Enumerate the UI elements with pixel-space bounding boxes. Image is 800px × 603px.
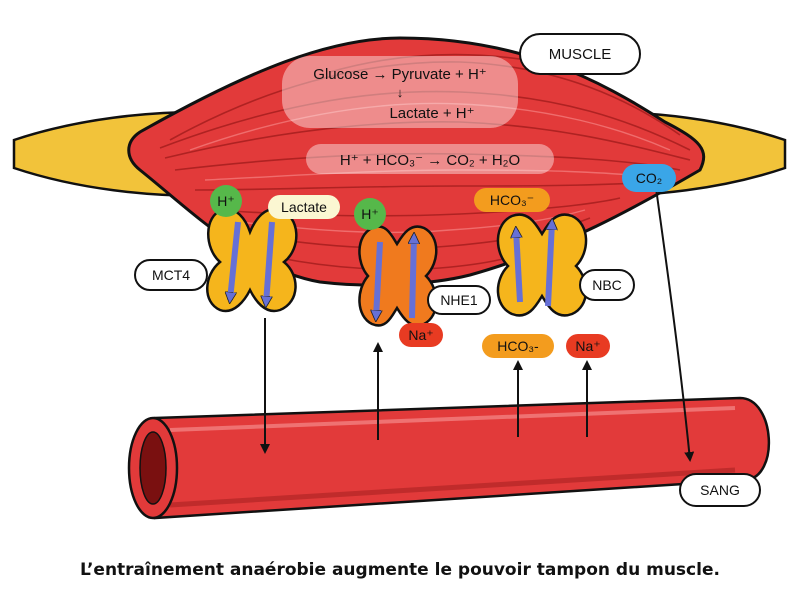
svg-text:HCO₃⁻: HCO₃⁻	[490, 192, 534, 208]
lactate-label: Lactate	[268, 195, 340, 219]
hco3-ion-nbc-inside: HCO₃⁻	[474, 188, 550, 212]
h-ion-mct4: H⁺	[210, 185, 242, 217]
svg-text:H⁺: H⁺	[361, 206, 379, 222]
svg-text:MUSCLE: MUSCLE	[549, 46, 612, 63]
mct4-label: MCT4	[134, 259, 208, 291]
figure-caption: L’entraînement anaérobie augmente le pou…	[80, 560, 720, 580]
flux-arrows	[260, 187, 695, 462]
svg-text:HCO₃-: HCO₃-	[497, 338, 539, 354]
buffer-box	[306, 144, 554, 174]
svg-text:NBC: NBC	[592, 277, 622, 293]
co2-bubble: CO₂	[622, 164, 676, 192]
svg-text:MCT4: MCT4	[152, 267, 190, 283]
h-ion-nhe1: H⁺	[354, 198, 386, 230]
buffer-reaction: H⁺ + HCO₃⁻ → CO₂ + H₂O	[306, 144, 554, 174]
sang-label: SANG	[679, 473, 761, 507]
glycolysis-reaction: Glucose → Pyruvate + H⁺ ↓ Lactate + H⁺	[282, 56, 518, 128]
hco3-ion-blood-side: HCO₃-	[482, 334, 554, 358]
nhe1-label: NHE1	[427, 285, 491, 315]
nhe1-transporter	[358, 225, 438, 327]
glycolysis-box	[282, 56, 518, 128]
muscle-fibers	[159, 53, 691, 271]
mct4-transporter	[206, 207, 298, 313]
reaction-arrow: ↓	[397, 85, 404, 100]
vessel-lumen	[139, 431, 167, 505]
na-ion-blood-side: Na⁺	[566, 334, 610, 358]
reaction-line-2: Lactate + H⁺	[389, 105, 474, 122]
muscle-label: MUSCLE	[519, 33, 641, 75]
nbc-transporter	[496, 213, 588, 317]
buffer-equation: H⁺ + HCO₃⁻ → CO₂ + H₂O	[340, 152, 520, 169]
nbc-label: NBC	[579, 269, 635, 301]
svg-text:H⁺: H⁺	[217, 193, 235, 209]
svg-text:SANG: SANG	[700, 482, 740, 498]
svg-text:Na⁺: Na⁺	[408, 327, 433, 343]
reaction-line-1: Glucose → Pyruvate + H⁺	[313, 66, 486, 83]
co2-to-blood-arrow	[655, 187, 695, 462]
svg-text:CO₂: CO₂	[636, 170, 662, 186]
svg-text:NHE1: NHE1	[440, 292, 478, 308]
vessel-shade	[169, 467, 736, 508]
svg-text:Na⁺: Na⁺	[575, 338, 600, 354]
blood-vessel	[127, 396, 771, 520]
svg-text:Lactate: Lactate	[281, 199, 327, 215]
na-ion-nhe1: Na⁺	[399, 323, 443, 347]
